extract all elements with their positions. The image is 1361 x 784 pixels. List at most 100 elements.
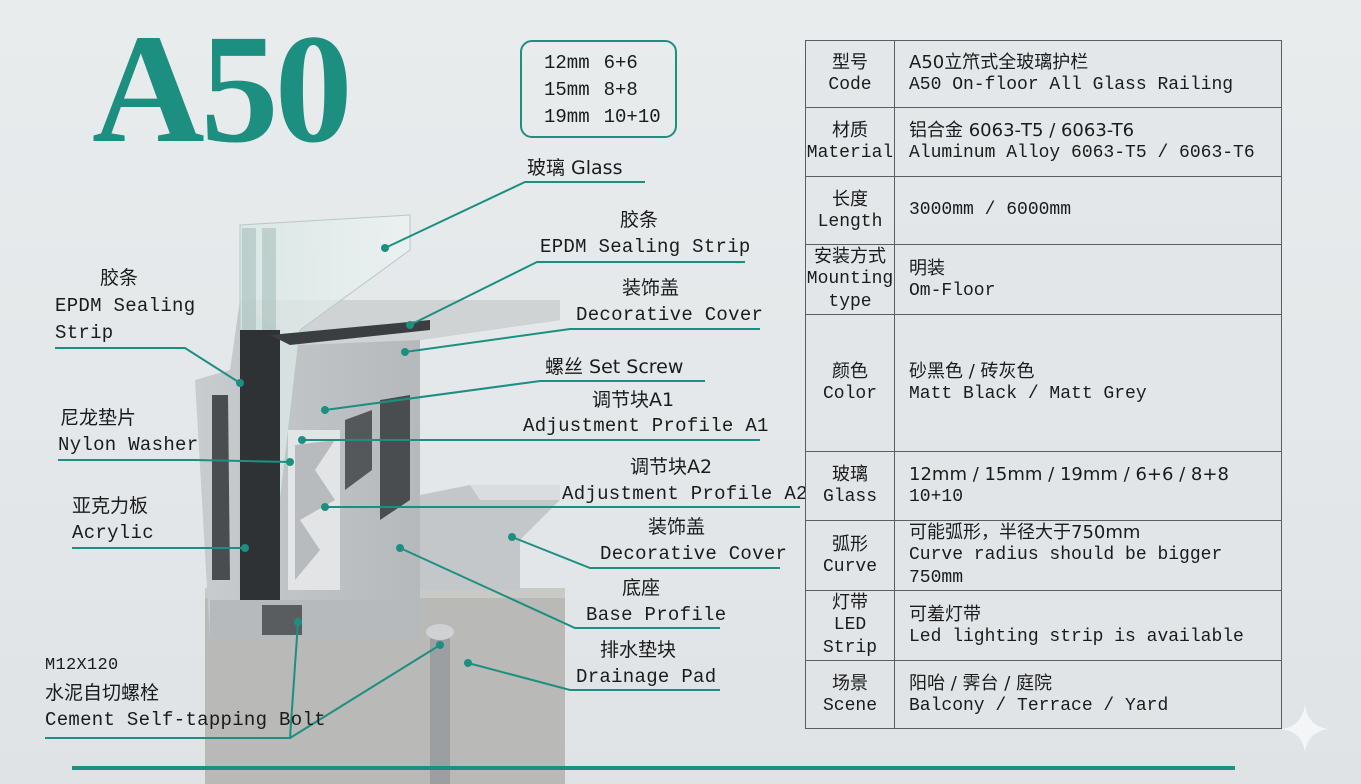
callout-drain-en: Drainage Pad bbox=[576, 666, 717, 688]
lower-decorative-cover bbox=[420, 485, 560, 590]
callout-glass: 玻璃 Glass bbox=[527, 157, 623, 179]
spec-key-zh: 灯带 bbox=[832, 592, 868, 613]
spec-key-zh: 颜色 bbox=[832, 361, 868, 382]
spec-value-zh: 明装 bbox=[909, 257, 945, 279]
callout-bolt-size: M12X120 bbox=[45, 656, 119, 675]
spec-value-zh: 可能弧形，半径大于750mm bbox=[909, 522, 1141, 543]
cement-bolt bbox=[426, 624, 454, 784]
leader-lines bbox=[45, 181, 800, 739]
callout-adj-a1-en: Adjustment Profile A1 bbox=[523, 415, 769, 437]
spec-value-zh: 阳咍 / 霁台 / 庭院 bbox=[909, 672, 1053, 694]
product-model-title: A50 bbox=[92, 2, 353, 175]
adjustment-profiles bbox=[288, 430, 340, 590]
callout-cover-top-zh: 装饰盖 bbox=[622, 277, 680, 299]
spec-key-en: Mounting type bbox=[806, 269, 894, 312]
spec-value-en: A50 On-floor All Glass Railing bbox=[909, 75, 1234, 95]
spec-key-zh: 玻璃 bbox=[832, 464, 868, 485]
spec-value-en: Curve radius should be bigger 750mm bbox=[909, 545, 1223, 588]
spec-value-zh: 铝合金 6063-T5 / 6063-T6 bbox=[909, 120, 1135, 141]
spec-key-zh: 型号 bbox=[832, 52, 868, 73]
spec-value-zh: 12mm / 15mm / 19mm / 6+6 / 8+8 bbox=[909, 464, 1229, 485]
spec-key-zh: 弧形 bbox=[832, 533, 868, 555]
callout-nylon-en: Nylon Washer bbox=[58, 434, 199, 456]
callout-epdm-left-en: EPDM Sealing bbox=[55, 295, 196, 317]
glass-thickness: 15mm bbox=[544, 79, 590, 101]
callout-nylon-zh: 尼龙垫片 bbox=[60, 407, 137, 429]
glass-thickness: 12mm bbox=[544, 52, 590, 74]
spec-value-en: 10+10 bbox=[909, 487, 964, 507]
glass-laminated: 6+6 bbox=[603, 52, 638, 74]
glass-thickness: 19mm bbox=[544, 106, 590, 128]
spec-value-zh: A50立笊式全玻璃护栏 bbox=[909, 52, 1089, 73]
spec-key-zh: 长度 bbox=[832, 188, 868, 210]
glass-laminated: 10+10 bbox=[603, 106, 661, 128]
spec-key-en: Color bbox=[822, 384, 877, 404]
callout-acrylic-zh: 亚克力板 bbox=[72, 495, 149, 517]
spec-key-zh: 安装方式 bbox=[814, 246, 886, 267]
glass-laminated: 8+8 bbox=[603, 79, 638, 101]
callout-epdm-left-zh: 胶条 bbox=[100, 267, 139, 289]
spec-key-en: LED Strip bbox=[822, 615, 877, 658]
callout-adj-a2-en: Adjustment Profile A2 bbox=[562, 483, 808, 505]
callout-drain-zh: 排水垫块 bbox=[600, 639, 677, 661]
spec-key-en: Scene bbox=[822, 695, 877, 716]
callout-base-en: Base Profile bbox=[586, 604, 727, 626]
spec-key-en: Code bbox=[828, 75, 872, 95]
glass-spec-row: 15mm 8+8 bbox=[544, 79, 638, 101]
bottom-accent-line bbox=[72, 766, 1235, 770]
leader-dots bbox=[236, 244, 516, 667]
spec-key-en: Length bbox=[817, 211, 883, 232]
callout-adj-a1-zh: 调节块A1 bbox=[592, 389, 675, 411]
spec-value-en: 3000mm / 6000mm bbox=[909, 200, 1072, 220]
spec-key-en: Curve bbox=[822, 556, 877, 577]
spec-value-en: Led lighting strip is available bbox=[909, 626, 1244, 647]
spec-key-zh: 场景 bbox=[832, 672, 868, 694]
glass-spec-row: 19mm 10+10 bbox=[544, 106, 661, 128]
callout-base-zh: 底座 bbox=[622, 577, 661, 599]
spec-value-en: Om-Floor bbox=[909, 280, 996, 301]
spec-value-zh: 可羞灯带 bbox=[909, 603, 981, 625]
callout-set-screw: 螺丝 Set Screw bbox=[545, 356, 684, 378]
glass-spec-box: 12mm 6+6 15mm 8+8 19mm 10+10 bbox=[520, 40, 677, 138]
spec-value-en: Balcony / Terrace / Yard bbox=[909, 695, 1169, 716]
spec-value: 3000mm / 6000mm bbox=[894, 176, 1282, 245]
spec-key-en: Material bbox=[806, 143, 894, 163]
spec-value-en: Aluminum Alloy 6063-T5 / 6063-T6 bbox=[909, 143, 1255, 163]
spec-value-en: Matt Black / Matt Grey bbox=[909, 384, 1147, 404]
glass-panels bbox=[239, 214, 430, 600]
callout-bolt-zh: 水泥自切螺栓 bbox=[45, 682, 160, 704]
sparkle-icon bbox=[1282, 705, 1328, 752]
callout-cover-top-en: Decorative Cover bbox=[576, 304, 764, 326]
callout-epdm-left-en2: Strip bbox=[55, 322, 114, 344]
callout-epdm-en: EPDM Sealing Strip bbox=[540, 236, 751, 258]
callout-adj-a2-zh: 调节块A2 bbox=[630, 456, 713, 478]
callout-cover-low-en: Decorative Cover bbox=[600, 543, 788, 565]
callout-bolt-en: Cement Self-tapping Bolt bbox=[45, 709, 326, 731]
